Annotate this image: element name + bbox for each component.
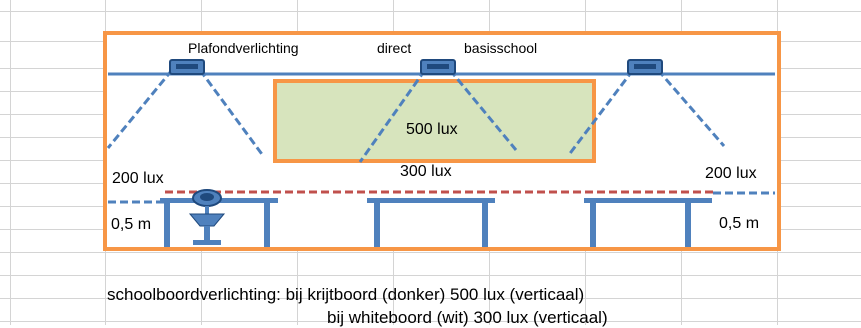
diagram-title-part2: direct bbox=[377, 40, 412, 56]
note-line-2: bij whiteboord (wit) 300 lux (verticaal) bbox=[327, 308, 608, 327]
note-line-1: schoolboordverlichting: bij krijtboord (… bbox=[107, 285, 585, 304]
ceiling-lamps bbox=[169, 59, 663, 75]
board-lux-label: 500 lux bbox=[406, 121, 458, 138]
student-figure bbox=[188, 189, 226, 245]
room-frame bbox=[103, 31, 781, 251]
left-lux-label: 200 lux bbox=[112, 170, 164, 187]
light-beams bbox=[106, 69, 726, 163]
right-lux-label: 200 lux bbox=[705, 165, 757, 182]
left-height-label: 0,5 m bbox=[111, 216, 152, 233]
diagram-title-part1: Plafondverlichting bbox=[188, 40, 299, 56]
board-bottom-lux-label: 300 lux bbox=[400, 163, 452, 180]
diagram-title-part3: basisschool bbox=[464, 40, 538, 56]
right-height-label: 0,5 m bbox=[719, 215, 760, 232]
